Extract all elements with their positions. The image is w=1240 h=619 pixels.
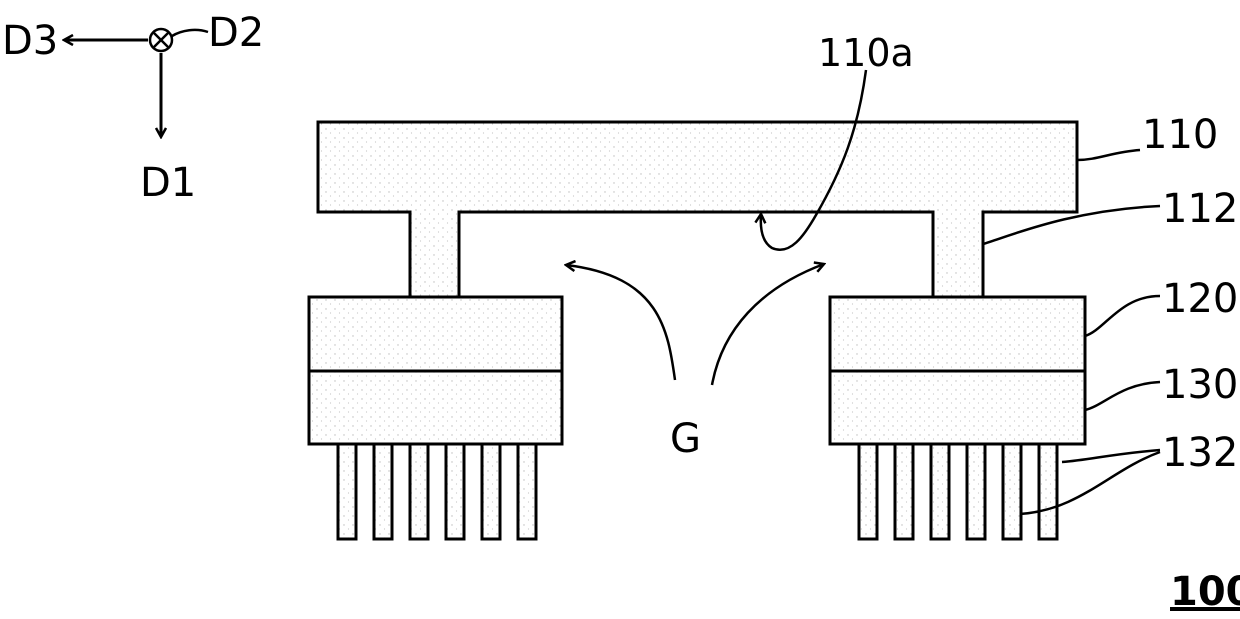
- d3-label: D3: [2, 18, 58, 64]
- label-110: 110: [1142, 112, 1218, 158]
- d2-leader: [172, 30, 208, 36]
- right-layer-130: [830, 371, 1085, 444]
- frame-110: [318, 122, 1077, 297]
- fin: [859, 444, 877, 539]
- label-120: 120: [1162, 276, 1238, 322]
- axis-indicator: D3 D2 D1: [2, 10, 264, 206]
- leader-132-a: [1062, 450, 1160, 462]
- fin: [967, 444, 985, 539]
- fin: [931, 444, 949, 539]
- gap-arrow-left: [566, 265, 675, 380]
- gap-arrow-right: [712, 264, 824, 385]
- label-112: 112: [1162, 186, 1238, 232]
- label-132: 132: [1162, 430, 1238, 476]
- fin: [446, 444, 464, 539]
- right-module: [830, 297, 1085, 539]
- left-fins-132: [338, 444, 536, 539]
- leader-130: [1085, 382, 1160, 410]
- left-layer-130: [309, 371, 562, 444]
- d1-label: D1: [140, 160, 196, 206]
- fin: [1003, 444, 1021, 539]
- label-110a: 110a: [818, 31, 914, 75]
- d2-into-page-icon: [150, 29, 172, 51]
- fin: [374, 444, 392, 539]
- fin: [482, 444, 500, 539]
- fin: [1039, 444, 1057, 539]
- label-130: 130: [1162, 362, 1238, 408]
- label-gap: G: [670, 416, 701, 462]
- fin: [518, 444, 536, 539]
- right-fins-132: [859, 444, 1057, 539]
- left-layer-120: [309, 297, 562, 371]
- d2-label: D2: [208, 10, 264, 56]
- leader-120: [1085, 296, 1160, 336]
- fin: [410, 444, 428, 539]
- fin: [895, 444, 913, 539]
- right-layer-120: [830, 297, 1085, 371]
- left-module: [309, 297, 562, 539]
- leader-110: [1077, 150, 1140, 160]
- fin: [338, 444, 356, 539]
